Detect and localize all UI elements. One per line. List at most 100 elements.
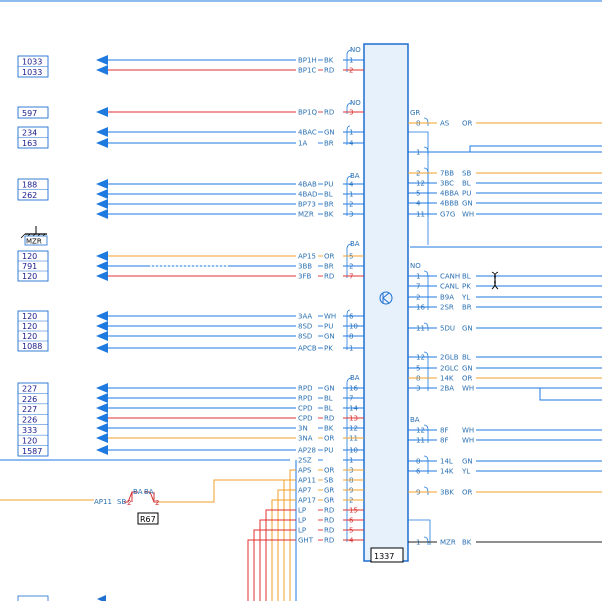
pin-number: 4 — [349, 181, 354, 189]
wire-code: 3BK — [440, 489, 454, 497]
r67-pin-right: 2 — [155, 499, 159, 507]
pin-number: 16 — [416, 304, 425, 312]
wire-code: 14K — [440, 468, 454, 476]
wire-color-code: WH — [462, 427, 474, 435]
wire-color-code: RD — [324, 273, 334, 281]
pin-number: 1 — [349, 129, 353, 137]
pin-number: 1 — [416, 149, 420, 157]
wire-code: 3BB — [298, 263, 312, 271]
ref-label: 234 — [22, 128, 37, 137]
group-tag: BA — [350, 172, 360, 180]
wire-color-code: WH — [462, 211, 474, 219]
wire-code: 2BA — [440, 385, 454, 393]
pin-number: 8 — [349, 477, 353, 485]
bus-wire — [265, 509, 296, 601]
wire-color-code: BR — [462, 304, 472, 312]
ref-label: 791 — [22, 262, 37, 271]
wire-code: 5DU — [440, 325, 455, 333]
ref-label: 1033 — [22, 57, 42, 66]
pin-number: 8 — [416, 120, 420, 128]
connector-body — [363, 43, 409, 562]
group-bracket — [346, 309, 351, 350]
r67-tag-right: BA — [144, 488, 154, 496]
pin-number: 11 — [416, 437, 425, 445]
wire-color-code: SB — [462, 170, 471, 178]
ref-label: 226 — [22, 416, 37, 425]
ref-label: 120 — [22, 436, 37, 445]
ref-label: 597 — [22, 109, 37, 118]
bus-wire — [289, 469, 296, 601]
wire-code: AP11 — [298, 477, 316, 485]
arrow-icon — [96, 383, 108, 393]
wire-code: AP7 — [298, 487, 311, 495]
group-bracket — [346, 102, 353, 114]
group-bracket — [423, 146, 429, 155]
wire-color-code: BK — [324, 211, 334, 219]
wire-color-code: RD — [324, 415, 334, 423]
wire-code: RPD — [298, 395, 312, 403]
pin-number: 2 — [349, 263, 353, 271]
wire-code: 2GLC — [440, 365, 459, 373]
group-tag: BA — [350, 374, 360, 382]
ground-symbol: MZR — [20, 226, 48, 246]
wire-color-code: BR — [324, 263, 334, 271]
pin-number: 9 — [416, 489, 420, 497]
wire-code: AP28 — [298, 447, 316, 455]
wire-row: 2 3BB BR — [96, 261, 364, 271]
r67-label: R67 — [140, 515, 156, 524]
ref-label: 120 — [22, 332, 37, 341]
pin-number: 11 — [416, 211, 425, 219]
group-tag: GR — [410, 109, 420, 117]
ref-label: 262 — [22, 191, 37, 200]
wire-code: 2SZ — [298, 457, 312, 465]
pin-number: 6 — [349, 517, 354, 525]
ref-label: 120 — [22, 252, 37, 261]
connector-symbol-icon — [379, 291, 393, 305]
wire-code: 2SR — [440, 304, 454, 312]
pin-number: 8 — [416, 375, 420, 383]
pin-number: 2 — [416, 294, 420, 302]
pin-number: 1 — [349, 57, 353, 65]
component-r67: AP11 SB BA BA 2 2 R67 — [94, 488, 159, 525]
wire-code: 14K — [440, 375, 454, 383]
wire-color-code: OR — [462, 375, 473, 383]
ref-box: 597 — [17, 106, 49, 119]
wire-color-code: YL — [461, 468, 470, 476]
bus-wire — [271, 499, 296, 601]
bus-wire — [253, 529, 296, 601]
wire-code: APCB — [298, 345, 317, 353]
wire-code: 3NA — [298, 435, 313, 443]
ref-label: 1587 — [22, 447, 42, 456]
wire-color-code: GR — [324, 487, 334, 495]
pin-number: 2 — [416, 170, 420, 178]
pin-number: 6 — [349, 313, 354, 321]
ref-label: 120 — [22, 272, 37, 281]
bus-wire — [277, 489, 296, 601]
wire-code: AS — [440, 120, 450, 128]
arrow-icon — [96, 55, 108, 65]
wire-color-code: RD — [324, 507, 334, 515]
wire-color-code: RD — [324, 517, 334, 525]
wire-code: AP15 — [298, 253, 316, 261]
